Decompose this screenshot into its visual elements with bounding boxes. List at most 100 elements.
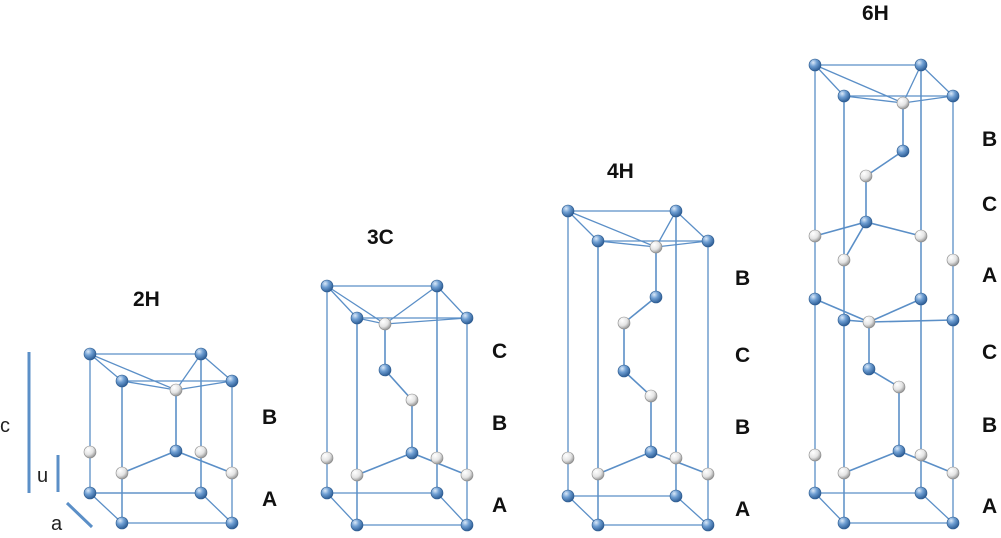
a-axis-bar — [65, 501, 94, 529]
si-atom — [350, 518, 364, 532]
c-atom — [914, 448, 928, 462]
si-atom — [591, 518, 605, 532]
si-atom — [194, 486, 208, 500]
c-atom — [83, 445, 97, 459]
a-axis-label: a — [51, 513, 63, 535]
c-atom — [862, 315, 876, 329]
si-atom — [115, 516, 129, 530]
si-atom — [701, 518, 715, 532]
cell-edge — [814, 64, 955, 97]
si-c-bond — [623, 247, 657, 452]
si-atom — [460, 518, 474, 532]
si-atom — [914, 292, 928, 306]
stack-6h-a2: A — [982, 264, 997, 287]
si-atom — [862, 362, 876, 376]
c-atom — [914, 229, 928, 243]
si-atom — [837, 516, 851, 530]
cell-edge — [326, 285, 469, 319]
c-atom — [896, 96, 910, 110]
si-atom — [561, 204, 575, 218]
unit-cell-2h — [83, 347, 239, 530]
si-atom — [405, 446, 419, 460]
c-atom — [430, 451, 444, 465]
si-atom — [83, 486, 97, 500]
si-atom — [561, 489, 575, 503]
c-atom — [837, 253, 851, 267]
axis-legend: c u a — [0, 352, 94, 535]
c-atom — [808, 229, 822, 243]
c-atom — [669, 451, 683, 465]
stack-6h-b1: B — [982, 414, 997, 437]
c-atom — [225, 466, 239, 480]
si-atom — [649, 290, 663, 304]
unit-cell-6h — [808, 58, 960, 530]
si-atom — [892, 444, 906, 458]
si-c-bond — [868, 322, 900, 451]
stack-3c-a: A — [492, 494, 507, 517]
polytype-title-2h: 2H — [133, 288, 160, 311]
c-atom — [115, 466, 129, 480]
si-atom — [896, 144, 910, 158]
si-atom — [859, 215, 873, 229]
c-axis-label: c — [0, 415, 10, 437]
stack-6h-b2: B — [982, 128, 997, 151]
si-atom — [225, 516, 239, 530]
si-atom — [946, 89, 960, 103]
c-atom — [649, 240, 663, 254]
si-atom — [914, 58, 928, 72]
c-atom — [701, 467, 715, 481]
si-atom — [808, 58, 822, 72]
si-atom — [430, 279, 444, 293]
si-atom — [701, 234, 715, 248]
si-atom — [225, 374, 239, 388]
si-atom — [808, 292, 822, 306]
si-atom — [669, 204, 683, 218]
si-atom — [808, 486, 822, 500]
si-atom — [837, 89, 851, 103]
stack-4h-b2: B — [735, 267, 750, 290]
si-atom — [914, 486, 928, 500]
c-atom — [561, 451, 575, 465]
si-atom — [378, 363, 392, 377]
stack-6h-c2: C — [982, 193, 997, 216]
stack-2h-a: A — [262, 488, 277, 511]
c-atom — [591, 467, 605, 481]
u-axis-label: u — [37, 465, 48, 487]
cell-edge — [326, 492, 469, 526]
unit-cell-3c — [320, 279, 474, 532]
si-atom — [669, 489, 683, 503]
polytype-title-6h: 6H — [862, 2, 889, 25]
si-c-bond — [843, 103, 904, 261]
c-atom — [350, 468, 364, 482]
cell-edge — [89, 492, 234, 524]
polytype-title-3c: 3C — [367, 226, 394, 249]
stack-4h-c: C — [735, 344, 750, 367]
c-atom — [808, 448, 822, 462]
si-c-bond — [384, 324, 413, 453]
stack-6h-a1: A — [982, 495, 997, 518]
si-atom — [460, 311, 474, 325]
stack-6h-c1: C — [982, 341, 997, 364]
si-atom — [169, 444, 183, 458]
si-atom — [430, 486, 444, 500]
stack-4h-b1: B — [735, 416, 750, 439]
c-atom — [892, 380, 906, 394]
stack-2h-b: B — [262, 406, 277, 429]
si-atom — [320, 279, 334, 293]
c-atom — [859, 169, 873, 183]
c-atom — [617, 316, 631, 330]
si-atom — [320, 486, 334, 500]
si-atom — [946, 516, 960, 530]
c-atom — [644, 389, 658, 403]
cell-edge — [567, 210, 710, 242]
stack-3c-c: C — [492, 340, 507, 363]
cell-edge — [356, 317, 468, 325]
c-atom — [460, 468, 474, 482]
si-c-bond — [843, 319, 954, 323]
c-atom — [169, 383, 183, 397]
si-atom — [617, 364, 631, 378]
si-atom — [194, 347, 208, 361]
c-atom — [405, 393, 419, 407]
polytype-title-4h: 4H — [607, 160, 634, 183]
